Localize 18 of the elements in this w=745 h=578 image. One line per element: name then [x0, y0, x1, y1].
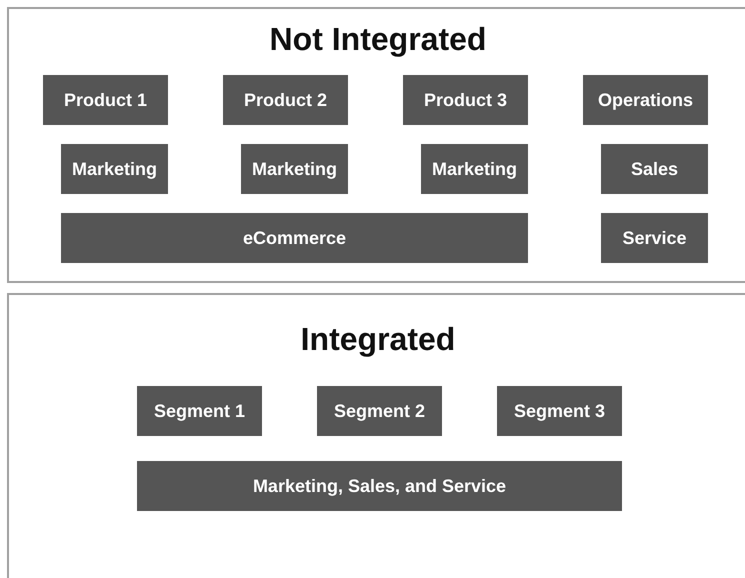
department-block: Marketing, Sales, and Service: [137, 461, 622, 511]
department-block: Marketing: [241, 144, 348, 194]
department-block: Marketing: [421, 144, 528, 194]
department-block: Segment 1: [137, 386, 262, 436]
department-block: Product 1: [43, 75, 168, 125]
section-title: Integrated: [300, 321, 456, 358]
department-block: eCommerce: [61, 213, 528, 263]
department-block: Sales: [601, 144, 708, 194]
section-panel: [7, 293, 745, 578]
department-block: Operations: [583, 75, 708, 125]
department-block: Product 3: [403, 75, 528, 125]
section-panel: [7, 7, 745, 283]
department-block: Marketing: [61, 144, 168, 194]
section-title: Not Integrated: [268, 21, 488, 58]
department-block: Segment 2: [317, 386, 442, 436]
department-block: Product 2: [223, 75, 348, 125]
department-block: Service: [601, 213, 708, 263]
department-block: Segment 3: [497, 386, 622, 436]
